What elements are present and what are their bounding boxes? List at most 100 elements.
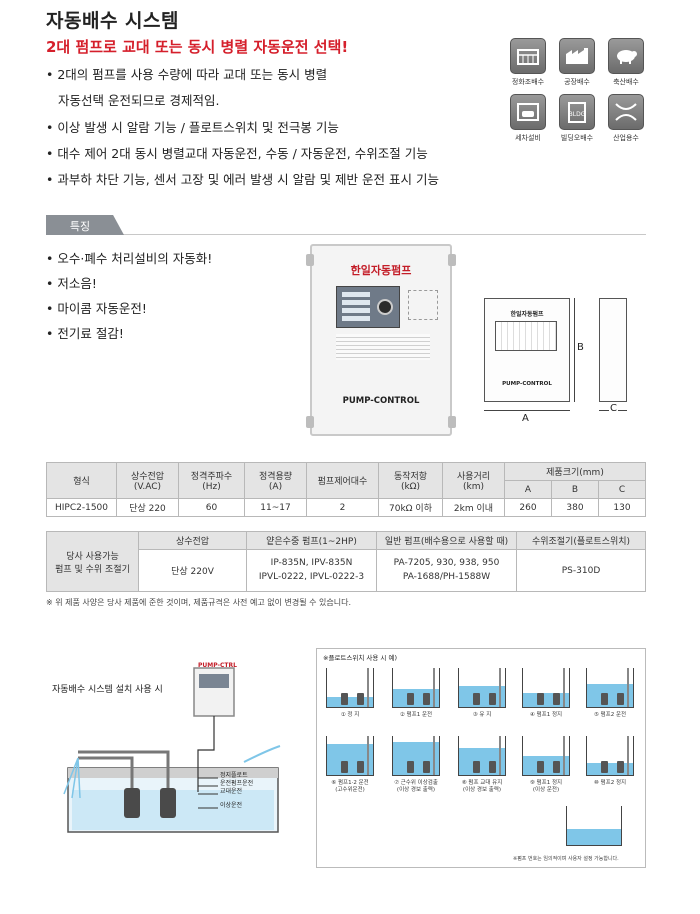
option-header: 얕은수중 펌프(1~2HP) <box>246 531 377 550</box>
application-item: 산업용수 <box>603 94 649 143</box>
option-cell: PA-7205, 930, 938, 950 PA-1688/PH-1588W <box>376 549 517 592</box>
intro-bullet-4: • 과부하 차단 기능, 센서 고장 및 에러 발생 시 알람 및 제반 운전 … <box>46 172 439 187</box>
application-item: 세차설비 <box>505 94 551 143</box>
option-cell: IP-835N, IPV-835N IPVL-0222, IPVL-0222-3 <box>246 549 377 592</box>
float-tank <box>392 736 440 776</box>
spec-cell: 단상 220 <box>116 498 179 517</box>
feature-bullet-3: • 마이콤 자동운전! <box>46 301 147 316</box>
float-tank <box>566 806 622 846</box>
application-item: 공장배수 <box>554 38 600 87</box>
float-tank-caption: ⑤ 펌프2 운전 <box>593 712 627 718</box>
spec-header: 정격용량 (A) <box>244 462 307 499</box>
front-dimension-drawing: 한일자동펌프 PUMP-CONTROL <box>484 298 570 402</box>
spec-size-header: A <box>504 480 552 499</box>
svg-text:BLDG: BLDG <box>569 111 586 118</box>
spec-cell: 11~17 <box>244 498 307 517</box>
intro-bullet-1: • 2대의 펌프를 사용 수량에 따라 교대 또는 동시 병렬 <box>46 67 328 82</box>
application-item: 축산배수 <box>603 38 649 87</box>
spec-header: 동작저항 (kΩ) <box>378 462 443 499</box>
application-item: BLDG 빌딩오배수 <box>554 94 600 143</box>
float-tank <box>458 736 506 776</box>
feature-bullet-4: • 전기료 절감! <box>46 326 124 341</box>
feature-bullet-1: • 오수·폐수 처리설비의 자동화! <box>46 251 213 266</box>
option-header: 수위조절기(플로트스위치) <box>516 531 646 550</box>
float-tank <box>522 736 570 776</box>
install-caption: 자동배수 시스템 설치 사용 시 <box>52 685 163 695</box>
intro-bullet-3: • 대수 제어 2대 동시 병렬교대 자동운전, 수동 / 자동운전, 수위조절… <box>46 146 428 161</box>
float-tank <box>326 668 374 708</box>
page-title: 자동배수 시스템 <box>46 10 179 32</box>
spec-cell: 70kΩ 이하 <box>378 498 443 517</box>
option-cell: 단상 220V <box>138 549 247 592</box>
dimension-label-b: B <box>577 342 584 353</box>
float-tank <box>326 736 374 776</box>
float-tank-caption: ⑨ 펌프1 정지 (이상 운전) <box>529 780 563 793</box>
feature-tab-label: 특징 <box>69 220 91 233</box>
spec-cell: HIPC2-1500 <box>46 498 117 517</box>
bridge-icon <box>608 94 644 130</box>
dimension-line-b <box>574 298 575 402</box>
drawing-model-plate: PUMP-CONTROL <box>502 381 552 387</box>
car-wash-icon <box>510 94 546 130</box>
spec-header: 사용거리 (km) <box>442 462 505 499</box>
building-icon: BLDG <box>559 94 595 130</box>
float-tank <box>458 668 506 708</box>
float-tank-caption: ① 정 지 <box>340 712 360 718</box>
float-tank <box>522 668 570 708</box>
option-table: 당사 사용가능 펌프 및 수위 조절기 상수전압 얕은수중 펌프(1~2HP) … <box>46 531 646 592</box>
option-row-label: 당사 사용가능 펌프 및 수위 조절기 <box>46 531 139 592</box>
intro-bullet-1-cont: 자동선택 운전되므로 경제적임. <box>58 93 220 108</box>
spec-header: 제품크기(mm) <box>504 462 646 481</box>
float-tank-caption: ② 펌프1 운전 <box>399 712 433 718</box>
float-tank <box>586 736 634 776</box>
float-tank-caption: ⑧ 펌프 교대 유지 (이상 경보 출력) <box>461 780 503 793</box>
float-diagram-title: ※플로트스위치 사용 시 예) <box>323 654 397 662</box>
feature-bullet-2: • 저소음! <box>46 276 97 291</box>
factory-icon <box>559 38 595 74</box>
sewage-treatment-icon <box>510 38 546 74</box>
spec-cell: 380 <box>551 498 599 517</box>
float-tank-caption: ③ 유 지 <box>472 712 492 718</box>
spec-size-header: C <box>598 480 646 499</box>
option-header: 상수전압 <box>138 531 247 550</box>
install-diagram <box>63 667 281 833</box>
spec-cell: 130 <box>598 498 646 517</box>
spec-cell: 260 <box>504 498 552 517</box>
spec-header: 펌프제어대수 <box>306 462 379 499</box>
install-control-label: PUMP-CTRL <box>198 662 237 669</box>
selector-knob <box>377 299 393 315</box>
spec-cell: 2km 이내 <box>442 498 505 517</box>
spec-size-header: B <box>551 480 599 499</box>
float-tank <box>392 668 440 708</box>
brand-label: 한일자동펌프 <box>350 264 412 277</box>
float-tank <box>586 668 634 708</box>
spec-note: ※ 위 제품 사양은 당사 제품에 준한 것이며, 제품규격은 사전 예고 없이… <box>46 598 351 607</box>
spec-cell: 2 <box>306 498 379 517</box>
float-tank-caption: ④ 펌프1 정지 <box>529 712 563 718</box>
page-subtitle: 2대 펌프로 교대 또는 동시 병렬 자동운전 선택! <box>46 38 349 56</box>
table-row: 단상 220V IP-835N, IPV-835N IPVL-0222, IPV… <box>47 549 646 592</box>
control-panel-photo: 한일자동펌프 PUMP-CONTROL <box>306 244 456 436</box>
spec-cell: 60 <box>178 498 245 517</box>
spec-header: 상수전압 (V.AC) <box>116 462 179 499</box>
application-item: 정화조배수 <box>505 38 551 87</box>
dimension-label-a: A <box>522 413 529 424</box>
option-cell: PS-310D <box>516 549 646 592</box>
feature-section-band <box>46 213 646 235</box>
dimension-label-c: C <box>609 403 618 414</box>
dimension-line-a <box>484 410 570 411</box>
float-diagram-footnote: ※펌프 번호는 임의적이며 사용자 설정 가능합니다. <box>513 856 619 862</box>
model-plate: PUMP-CONTROL <box>342 396 420 406</box>
control-face <box>336 286 400 328</box>
feature-section-tab: 특징 <box>46 215 124 235</box>
option-header: 일반 펌프(배수용으로 사용할 때) <box>376 531 517 550</box>
float-tank-caption: ⑥ 펌프1·2 운전 (고수위운전) <box>331 780 369 793</box>
drawing-brand-label: 한일자동펌프 <box>510 311 544 318</box>
install-legend: 정지플로트 운전펌프운전 교대운전 이상운전 <box>220 772 254 809</box>
intro-bullet-2: • 이상 발생 시 알람 기능 / 플로트스위치 및 전극봉 기능 <box>46 120 339 135</box>
side-dimension-drawing <box>599 298 627 402</box>
spec-table: 형식 상수전압 (V.AC) 정격주파수 (Hz) 정격용량 (A) 펌프제어대… <box>46 462 646 517</box>
float-tank-caption: ⑩ 펌프2 정지 <box>593 780 627 786</box>
spec-header: 정격주파수 (Hz) <box>178 462 245 499</box>
float-tank-caption: ⑦ 근수위 이상검출 (이상 경보 출력) <box>394 780 438 793</box>
